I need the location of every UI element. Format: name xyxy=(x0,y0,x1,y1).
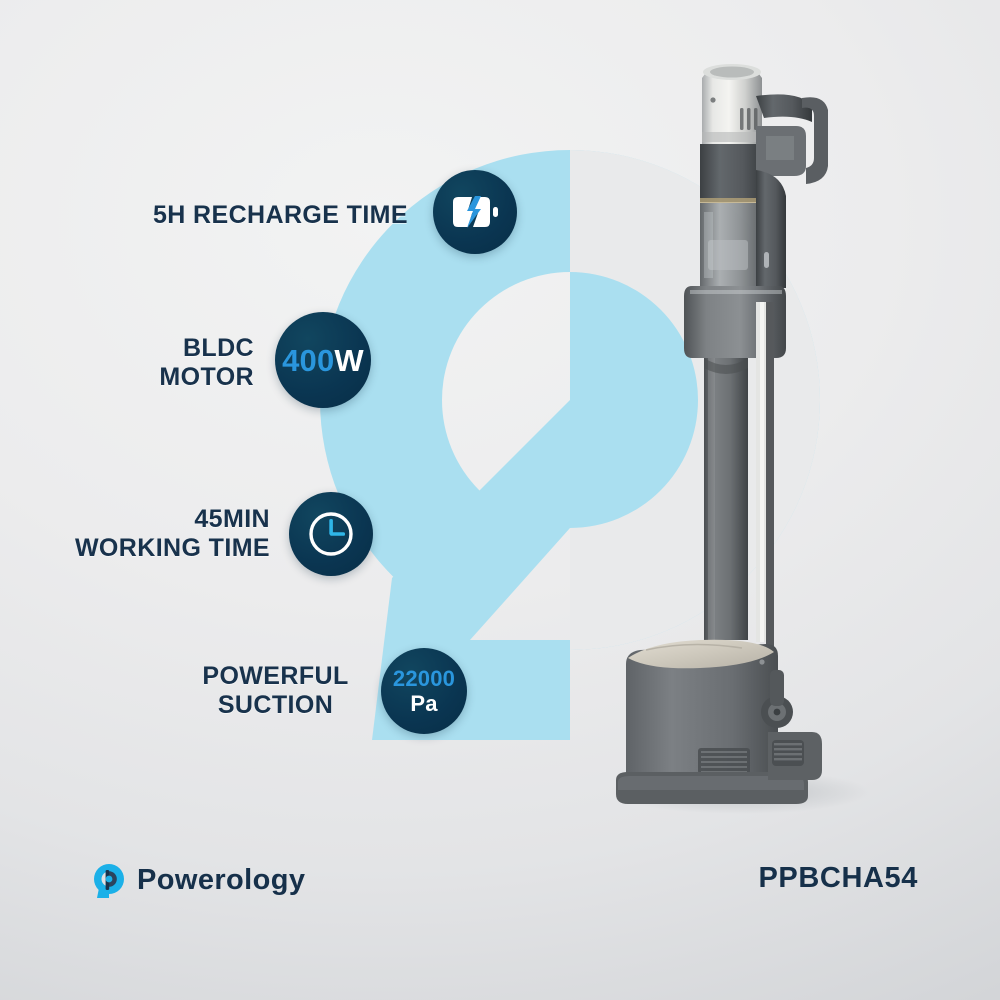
feature-powerful-suction: POWERFUL SUCTION 22000 Pa xyxy=(198,648,538,734)
feature-label-bldc-motor: BLDC MOTOR xyxy=(159,334,254,391)
clock-icon xyxy=(309,512,353,556)
product-extension-tube xyxy=(704,358,748,640)
model-code: PPBCHA54 xyxy=(758,862,918,894)
badge-working-time xyxy=(289,492,373,576)
feature-label-recharge-time: 5H RECHARGE TIME xyxy=(152,200,408,229)
product-base-station xyxy=(616,639,808,804)
badge-unit-watts: W xyxy=(334,342,364,378)
battery-charging-icon xyxy=(453,196,498,228)
feature-working-time: 45MIN WORKING TIME xyxy=(74,492,374,576)
brand-block: Powerology xyxy=(92,862,305,898)
product-motor-head xyxy=(702,64,762,154)
brand-name: Powerology xyxy=(137,863,306,896)
badge-unit-pascals: Pa xyxy=(410,690,438,716)
badge-bldc-motor-400w: 400 W xyxy=(275,312,371,408)
product-roller-brush-accessory xyxy=(761,670,822,780)
feature-label-working-time: 45MIN WORKING TIME xyxy=(74,505,270,562)
badge-suction-pressure: 22000 Pa xyxy=(381,648,467,734)
feature-label-powerful-suction: POWERFUL SUCTION xyxy=(202,662,349,719)
powerology-logo-icon xyxy=(94,864,124,898)
feature-recharge-time: 5H RECHARGE TIME xyxy=(108,170,548,254)
product-dock-rail xyxy=(756,302,774,662)
badge-recharge-time xyxy=(433,170,517,254)
badge-value-pascals: 22000 xyxy=(392,665,456,691)
base-station-vent xyxy=(698,748,750,774)
feature-bldc-motor: BLDC MOTOR 400 W xyxy=(92,312,392,408)
product-image-stick-vacuum xyxy=(610,64,870,814)
product-handle xyxy=(756,94,828,288)
badge-value-watts: 400 xyxy=(282,342,335,378)
product-dust-cup xyxy=(700,203,766,287)
